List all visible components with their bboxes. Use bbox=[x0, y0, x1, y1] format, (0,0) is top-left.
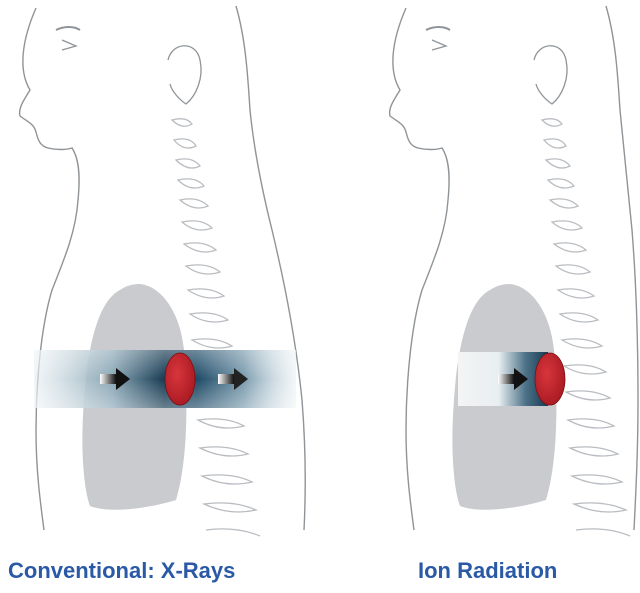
ear-icon bbox=[168, 46, 201, 104]
panel-ion-radiation bbox=[320, 0, 640, 540]
body-outline bbox=[390, 8, 450, 530]
eyebrow bbox=[426, 27, 450, 30]
eye bbox=[432, 40, 446, 50]
caption-ion-radiation: Ion Radiation bbox=[418, 556, 557, 586]
tumor bbox=[535, 353, 565, 405]
back-outline bbox=[236, 6, 305, 530]
panel-conventional-xray bbox=[0, 0, 320, 540]
eyebrow bbox=[56, 27, 80, 30]
spine bbox=[542, 119, 630, 536]
xray-illustration bbox=[0, 0, 320, 540]
eye bbox=[62, 40, 76, 50]
ear-icon bbox=[534, 46, 567, 104]
ion-illustration bbox=[320, 0, 640, 540]
caption-conventional-xrays: Conventional: X-Rays bbox=[8, 556, 235, 586]
spine bbox=[172, 119, 260, 536]
body-outline bbox=[20, 8, 80, 530]
tumor bbox=[165, 353, 195, 405]
